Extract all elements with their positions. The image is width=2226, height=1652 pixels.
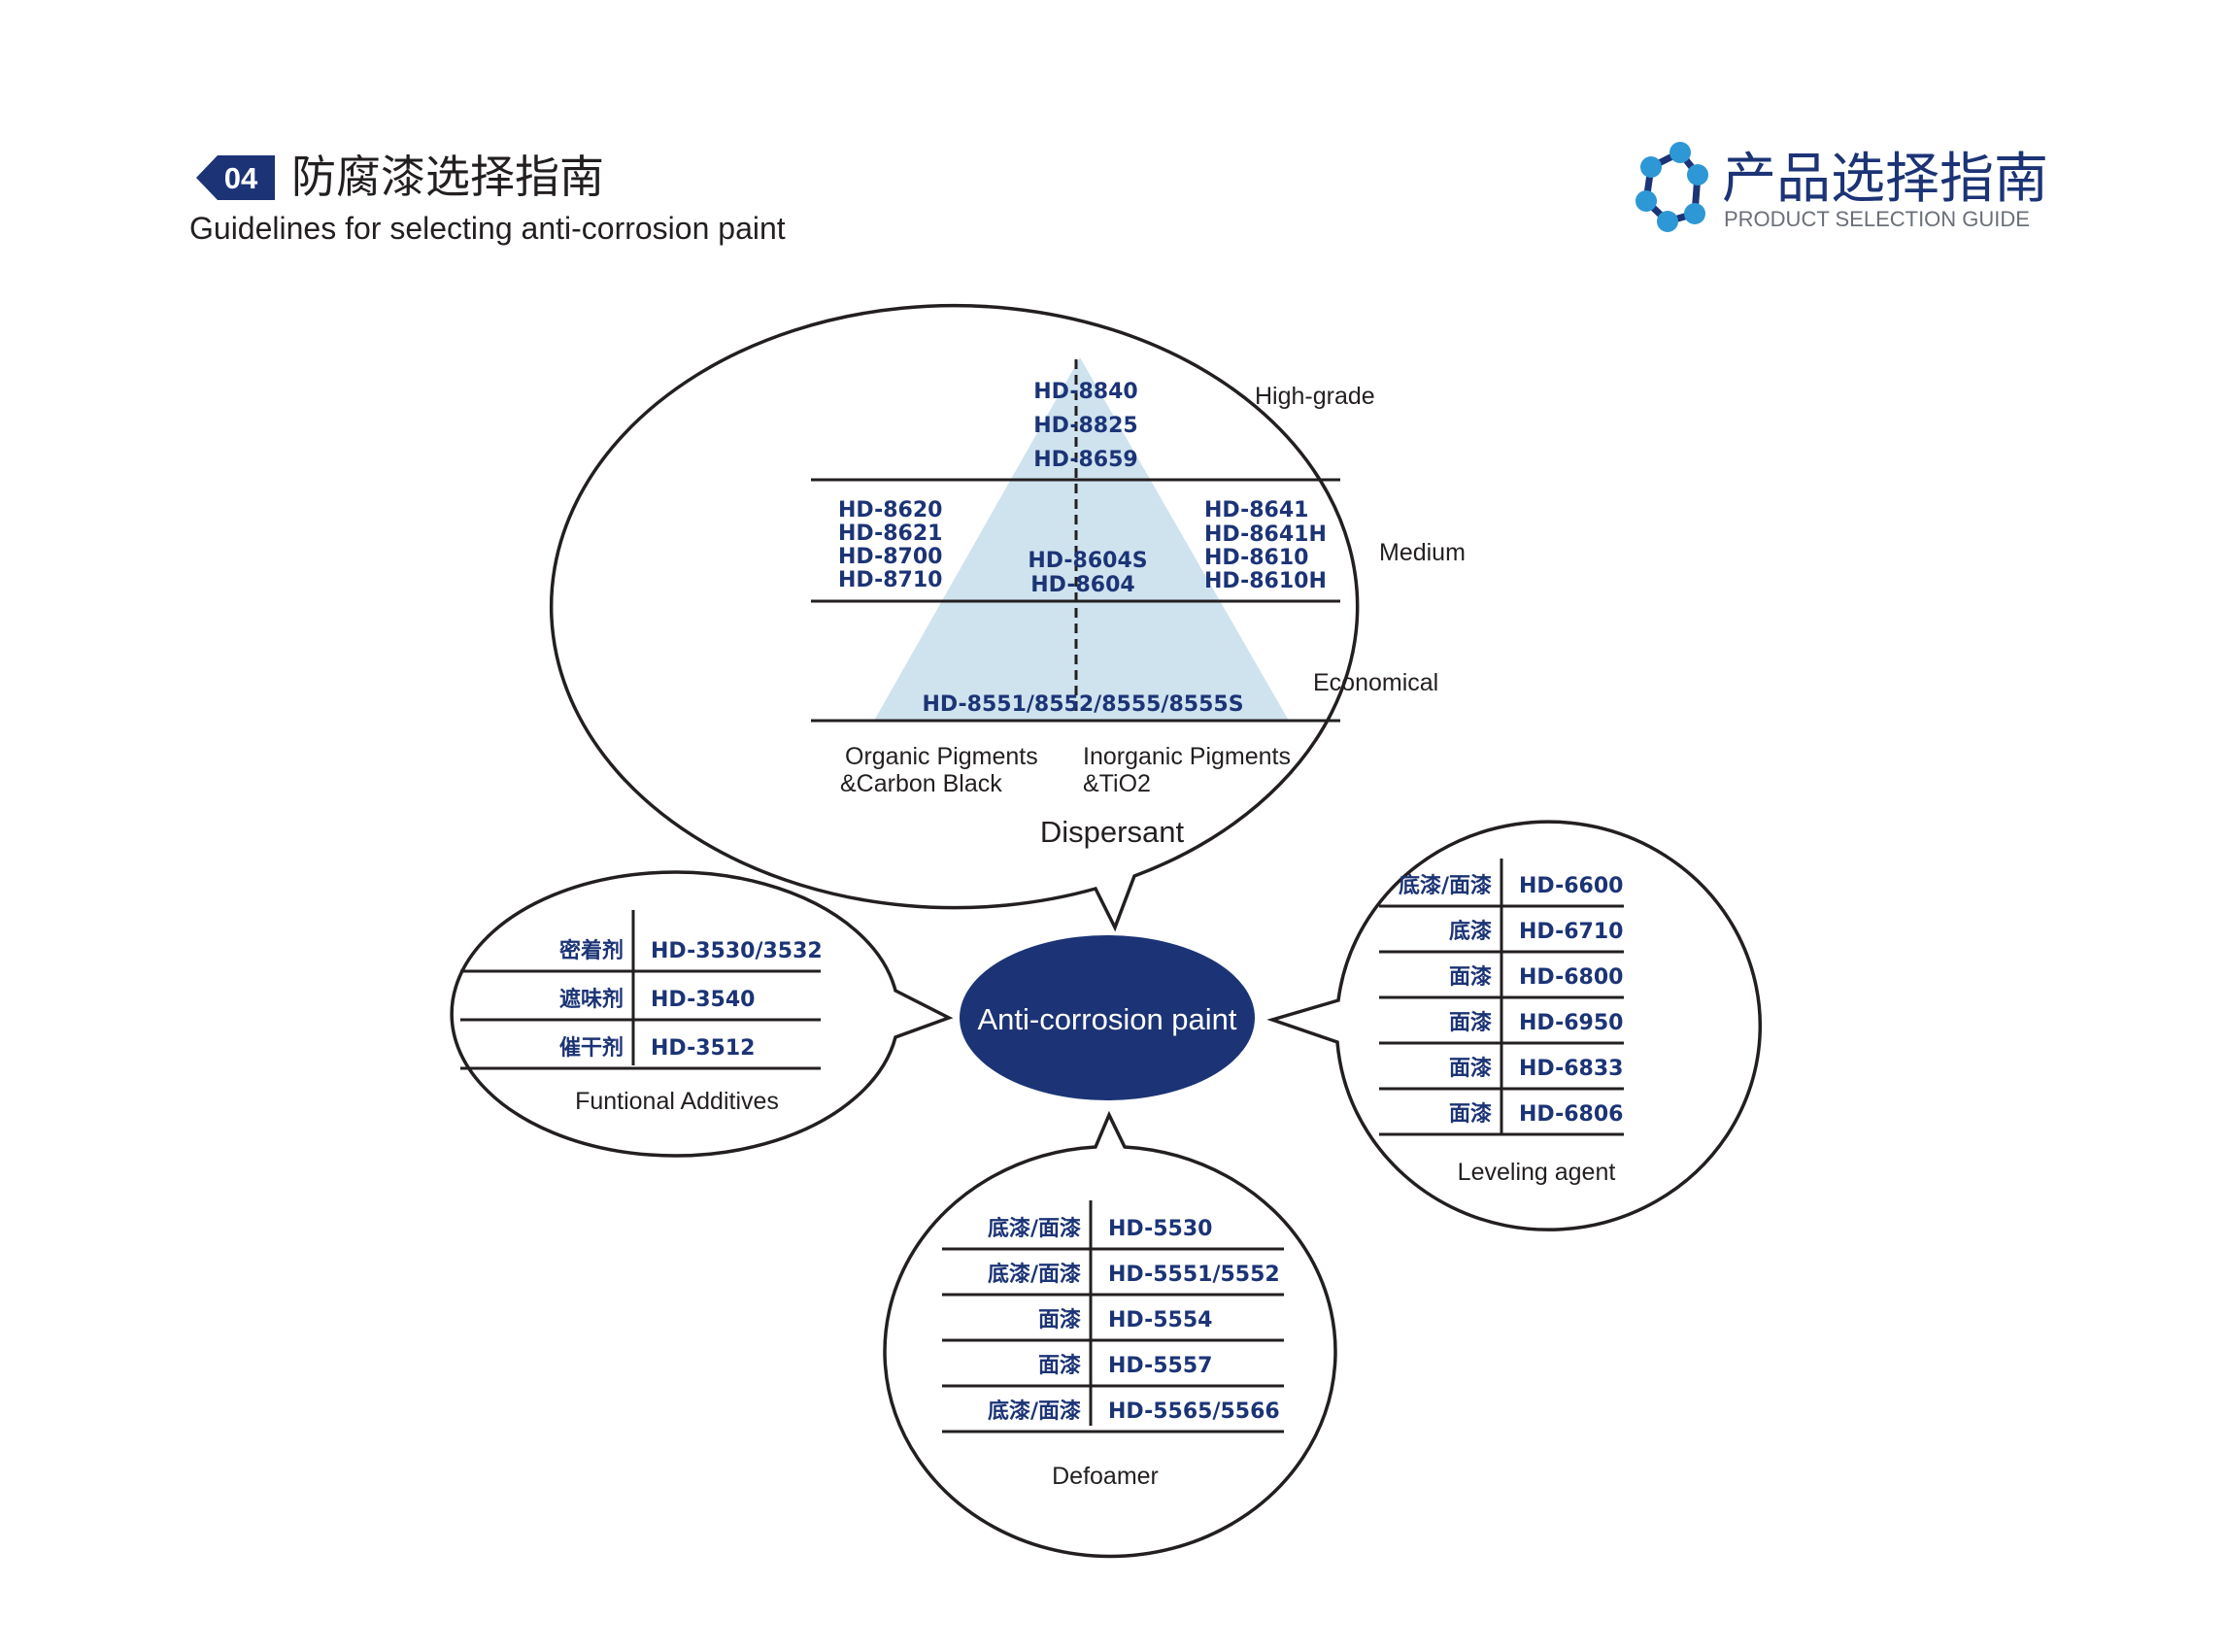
grade-pyramid bbox=[874, 357, 1289, 721]
table-row: 面漆 HD-6800 bbox=[1379, 964, 1624, 999]
row-type: 底漆/面漆 bbox=[988, 1262, 1081, 1287]
table-row: 面漆 HD-6806 bbox=[1379, 1101, 1624, 1136]
medium-right-codes: HD-8641 HD-8641H HD-8610 HD-8610H bbox=[1204, 498, 1327, 593]
table-row: 底漆/面漆 HD-5565/5566 bbox=[942, 1399, 1284, 1433]
row-type: 面漆 bbox=[1038, 1353, 1081, 1378]
row-type: 催干剂 bbox=[559, 1035, 624, 1061]
leveling-bubble-outline bbox=[1266, 820, 1762, 1231]
code-item: HD-8610H bbox=[1204, 569, 1327, 593]
table-row: 密着剂 HD-3530/3532 bbox=[460, 938, 823, 973]
code-item: HD-8659 bbox=[1033, 448, 1137, 472]
organic-category-line2: &Carbon Black bbox=[840, 770, 1002, 797]
table-row: 面漆 HD-6833 bbox=[1379, 1056, 1624, 1091]
row-code: HD-6800 bbox=[1519, 965, 1623, 990]
functional-title: Funtional Additives bbox=[575, 1088, 779, 1115]
page-title-cn: 防腐漆选择指南 bbox=[291, 151, 604, 203]
table-row: 面漆 HD-6950 bbox=[1379, 1010, 1624, 1045]
table-row: 底漆 HD-6710 bbox=[1379, 919, 1624, 954]
brand-title-cn: 产品选择指南 bbox=[1722, 148, 2048, 211]
row-code: HD-5551/5552 bbox=[1108, 1263, 1280, 1287]
row-type: 底漆/面漆 bbox=[988, 1399, 1081, 1424]
section-header: 04 防腐漆选择指南 Guidelines for selecting anti… bbox=[189, 151, 786, 246]
medium-center-codes: HD-8604S HD-8604 bbox=[1028, 549, 1147, 597]
code-item: HD-8620 bbox=[838, 498, 942, 523]
brand-title-en: PRODUCT SELECTION GUIDE bbox=[1724, 207, 2030, 231]
table-row: 面漆 HD-5557 bbox=[942, 1353, 1284, 1388]
row-code: HD-5565/5566 bbox=[1108, 1399, 1280, 1424]
row-code: HD-6833 bbox=[1519, 1057, 1623, 1081]
brand-header: 产品选择指南 PRODUCT SELECTION GUIDE bbox=[1636, 142, 2048, 232]
row-type: 面漆 bbox=[1449, 1101, 1492, 1127]
grade-economical: Economical bbox=[1313, 669, 1438, 696]
row-type: 面漆 bbox=[1038, 1307, 1081, 1332]
section-number-tag bbox=[196, 155, 275, 200]
economical-code: HD-8551/8552/8555/8555S bbox=[922, 692, 1243, 717]
row-code: HD-6806 bbox=[1519, 1102, 1623, 1127]
row-code: HD-5554 bbox=[1108, 1308, 1212, 1332]
row-type: 底漆/面漆 bbox=[988, 1216, 1081, 1241]
code-item: HD-8604 bbox=[1030, 573, 1134, 597]
row-type: 底漆 bbox=[1449, 919, 1492, 944]
code-item: HD-8840 bbox=[1033, 380, 1137, 404]
code-item: HD-8700 bbox=[838, 545, 942, 569]
row-code: HD-5557 bbox=[1108, 1354, 1212, 1378]
medium-left-codes: HD-8620 HD-8621 HD-8700 HD-8710 bbox=[838, 498, 942, 592]
inorganic-category-line1: Inorganic Pigments bbox=[1083, 743, 1291, 770]
molecule-logo-icon bbox=[1636, 142, 1708, 232]
grade-high: High-grade bbox=[1255, 383, 1375, 410]
table-row: 底漆/面漆 HD-6600 bbox=[1379, 873, 1624, 908]
code-item: HD-8641H bbox=[1204, 523, 1327, 547]
functional-additives-bubble: 密着剂 HD-3530/3532 遮味剂 HD-3540 催干剂 HD-3512 Funt… bbox=[450, 870, 954, 1158]
table-row: 面漆 HD-5554 bbox=[942, 1307, 1284, 1342]
dispersant-bubble: High-grade Medium Economical HD-8840 HD-… bbox=[549, 303, 1466, 932]
center-ellipse bbox=[960, 935, 1255, 1100]
row-type: 面漆 bbox=[1449, 1010, 1492, 1035]
center-node: Anti-corrosion paint bbox=[960, 935, 1255, 1100]
row-code: HD-3540 bbox=[651, 988, 755, 1012]
dispersant-title: Dispersant bbox=[1040, 815, 1185, 849]
row-type: 遮味剂 bbox=[559, 987, 624, 1012]
table-row: 催干剂 HD-3512 bbox=[460, 1035, 821, 1070]
defoamer-title: Defoamer bbox=[1052, 1463, 1159, 1490]
page-title-en: Guidelines for selecting anti-corrosion … bbox=[189, 211, 786, 246]
leveling-title: Leveling agent bbox=[1458, 1159, 1616, 1186]
inorganic-category-line2: &TiO2 bbox=[1083, 770, 1151, 797]
high-grade-codes: HD-8840 HD-8825 HD-8659 bbox=[1033, 380, 1137, 472]
code-item: HD-8825 bbox=[1033, 414, 1137, 438]
defoamer-bubble-outline bbox=[883, 1110, 1337, 1559]
row-code: HD-6950 bbox=[1519, 1011, 1623, 1035]
organic-category-line1: Organic Pigments bbox=[845, 743, 1038, 770]
row-type: 底漆/面漆 bbox=[1399, 873, 1492, 898]
grade-medium: Medium bbox=[1379, 539, 1466, 566]
section-number: 04 bbox=[224, 161, 258, 195]
code-item: HD-8621 bbox=[838, 522, 942, 546]
row-code: HD-3530/3532 bbox=[651, 939, 823, 963]
functional-bubble-outline bbox=[450, 870, 954, 1158]
center-label: Anti-corrosion paint bbox=[977, 1002, 1236, 1036]
code-item: HD-8610 bbox=[1204, 546, 1308, 570]
row-code: HD-6600 bbox=[1519, 874, 1623, 898]
row-type: 密着剂 bbox=[559, 938, 624, 963]
row-type: 面漆 bbox=[1449, 1056, 1492, 1081]
row-code: HD-3512 bbox=[651, 1036, 755, 1061]
row-code: HD-5530 bbox=[1108, 1217, 1212, 1241]
row-type: 面漆 bbox=[1449, 964, 1492, 990]
code-item: HD-8604S bbox=[1028, 549, 1147, 573]
table-row: 遮味剂 HD-3540 bbox=[460, 987, 821, 1022]
table-row: 底漆/面漆 HD-5530 bbox=[942, 1216, 1284, 1251]
row-code: HD-6710 bbox=[1519, 920, 1623, 944]
code-item: HD-8641 bbox=[1204, 498, 1308, 523]
code-item: HD-8710 bbox=[838, 568, 942, 592]
table-row: 底漆/面漆 HD-5551/5552 bbox=[942, 1262, 1284, 1297]
